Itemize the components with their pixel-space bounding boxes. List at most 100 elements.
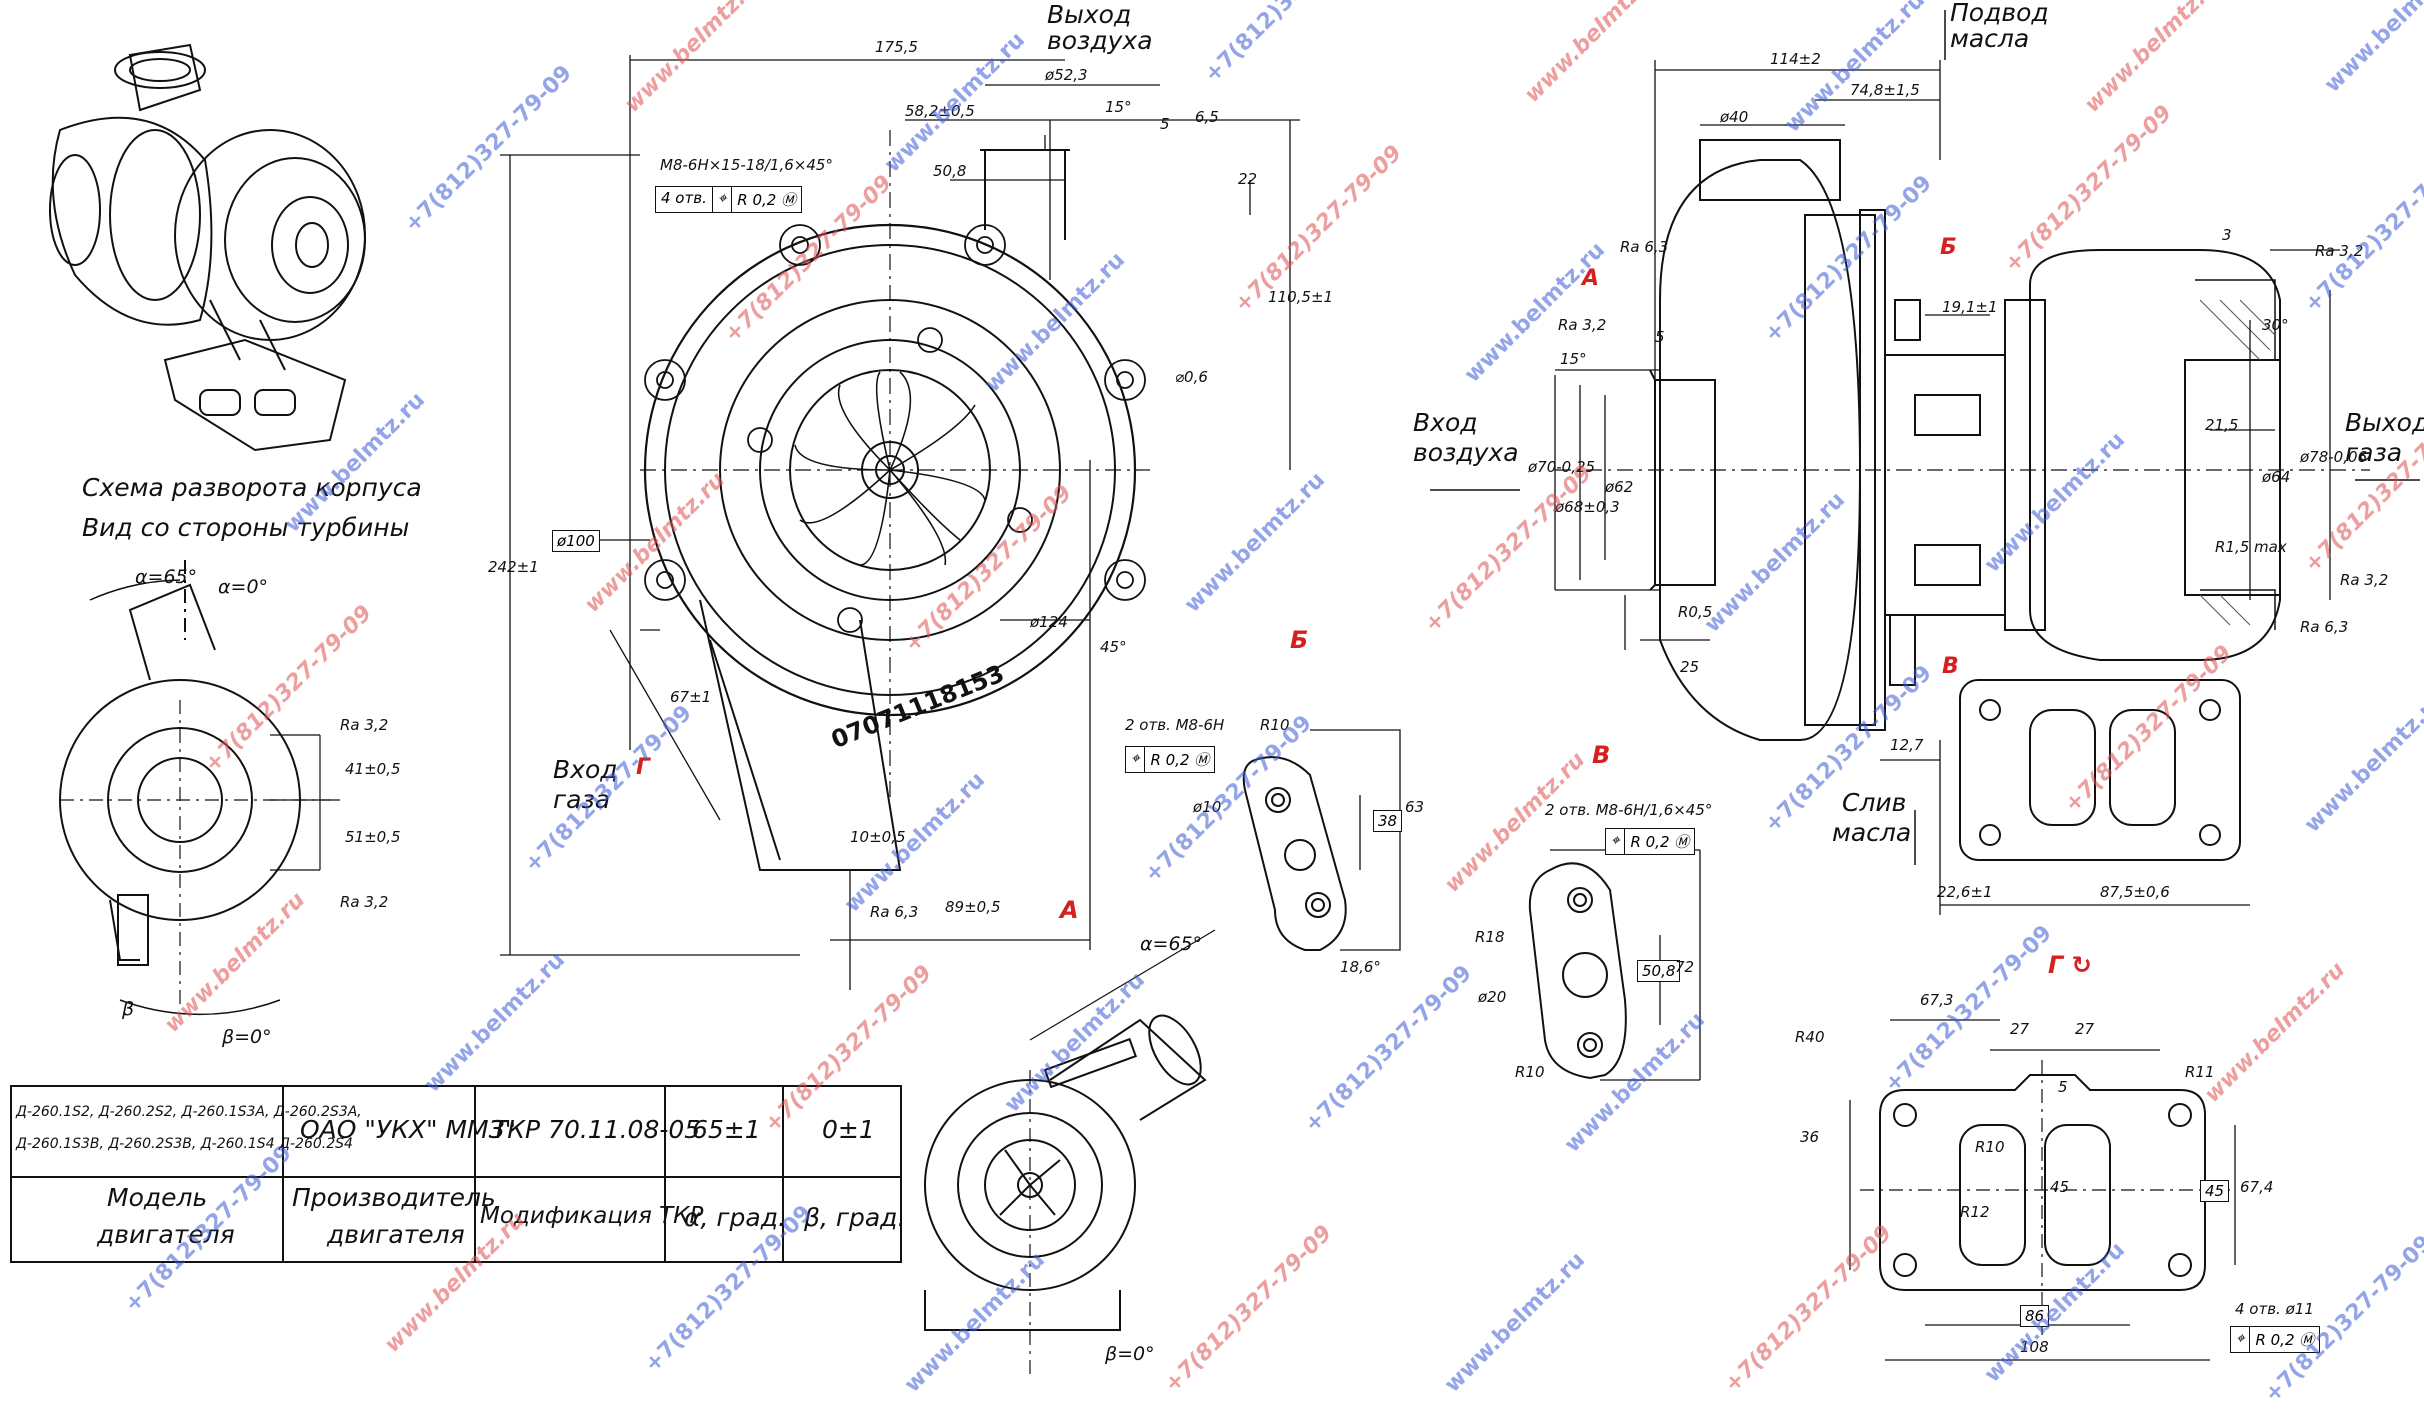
front-view [500,55,1300,990]
view-g-36: 36 [1800,1128,1820,1146]
schema-alpha-65: α=65° [135,566,198,588]
manufacturer-value: ОАО "УКХ" ММЗ" [300,1115,517,1144]
dim-d78: ø78-0,06 [2300,448,2368,466]
dim-ra-6-3-side-b: Ra 6,3 [2300,618,2349,636]
holes-count-label: 4 отв. [656,187,713,212]
view-mark-g-arrow: Г [636,755,651,780]
dim-58-2: 58,2±0,5 [905,102,975,120]
gas-inlet-label-2: газа [553,785,611,814]
dim-d68-3: ø68±0,3 [1555,498,1620,516]
oil-drain-label-2: масла [1832,818,1912,847]
view-a-beta-0: β=0° [1105,1343,1155,1365]
tolerance-symbol: ⌖ [1126,747,1146,772]
dim-d52-3: ø52,3 [1045,66,1088,84]
view-g-67-3: 67,3 [1920,991,1954,1009]
rotation-schema-view [59,560,340,1016]
schema-ra-3-2-b: Ra 3,2 [340,893,389,911]
alpha-value: 65±1 [692,1115,761,1144]
dim-d62: ø62 [1605,478,1634,496]
dim-67: 67±1 [670,688,712,706]
view-mark-g-title: Г ↻ [2048,951,2092,979]
dim-87-5: 87,5±0,6 [2100,883,2170,901]
tolerance-symbol: ⌖ [713,187,733,212]
view-g-67-4: 67,4 [2240,1178,2274,1196]
engines-line-1: Д-260.1S2, Д-260.2S2, Д-260.1S3А, Д-260.… [16,1104,362,1120]
header-alpha: α, град. [684,1203,786,1232]
tolerance-symbol: ⌖ [1606,829,1626,854]
header-maker-2: двигателя [327,1220,465,1249]
view-g-27a: 27 [2010,1020,2030,1038]
modification-value: ТКР 70.11.08-05 [492,1115,701,1144]
dim-5-side: 5 [1655,328,1665,346]
header-beta: β, град. [804,1203,906,1232]
header-maker-1: Производитель [292,1183,496,1212]
tolerance-value: R 0,2 Ⓜ [1630,833,1690,851]
dim-angle-30: 30° [2262,316,2289,334]
view-g-108: 108 [2020,1338,2049,1356]
dim-10: 10±0,5 [850,828,906,846]
header-model-1: Модель [107,1183,208,1212]
air-inlet-label-2: воздуха [1413,438,1519,467]
view-v-r18: R18 [1475,928,1505,946]
view-g-r40: R40 [1795,1028,1825,1046]
dim-22: 22 [1238,170,1258,188]
view-g-r11: R11 [2185,1063,2215,1081]
schema-ra-3-2-a: Ra 3,2 [340,716,389,734]
air-outlet-label-1: Выход [1047,0,1132,29]
schema-caption-2: Вид со стороны турбины [82,513,410,542]
dim-242: 242±1 [488,558,539,576]
view-b-63: 63 [1405,798,1425,816]
dim-0-6: ⌀0,6 [1175,368,1208,386]
oil-supply-label-1: Подвод [1950,0,2049,27]
table-col-divider [664,1087,666,1261]
view-v-50-8: 50,8 [1637,960,1681,982]
dim-ra-6-3-front: Ra 6,3 [870,903,919,921]
dim-d100: ø100 [552,530,600,552]
view-g-45b: 45 [2200,1180,2230,1202]
position-tolerance-front: 4 отв. ⌖ R 0,2 Ⓜ [655,186,803,213]
turbo-3d-sketch [49,43,366,452]
view-g-86: 86 [2020,1305,2050,1327]
view-v-tolerance: ⌖ R 0,2 Ⓜ [1605,828,1696,855]
view-mark-b-title: Б [1290,626,1309,654]
view-a [924,929,1216,1380]
oil-supply-label-2: масла [1950,24,2030,53]
dim-22-6: 22,6±1 [1937,883,1993,901]
dim-21-5: 21,5 [2205,416,2239,434]
air-inlet-label-1: Вход [1413,408,1478,437]
view-g-tolerance: ⌖ R 0,2 Ⓜ [2230,1326,2321,1353]
dim-d64: ø64 [2262,468,2291,486]
tolerance-symbol: ⌖ [2231,1327,2251,1352]
view-b-angle: 18,6° [1340,958,1381,976]
tolerance-value: R 0,2 Ⓜ [2255,1331,2315,1349]
dim-110-5: 110,5±1 [1268,288,1334,306]
dim-175-5: 175,5 [875,38,918,56]
engine-table: Д-260.1S2, Д-260.2S2, Д-260.1S3А, Д-260.… [10,1085,906,1263]
view-g-5: 5 [2058,1078,2068,1096]
view-v-holes: 2 отв. M8-6H/1,6×45° [1545,801,1713,819]
tolerance-value: R 0,2 Ⓜ [737,191,797,209]
view-mark-a-title: А [1060,896,1079,924]
side-view [1430,10,2420,915]
gas-outlet-label-1: Выход [2345,408,2424,437]
view-mark-v-arrow: В [1942,654,1959,679]
dim-74-8: 74,8±1,5 [1850,81,1920,99]
view-b [1242,729,1401,951]
dim-r0-5: R0,5 [1678,603,1713,621]
beta-value: 0±1 [822,1115,875,1144]
dim-ra-3-2-side-b: Ra 3,2 [2315,242,2364,260]
schema-beta-0: β=0° [222,1026,272,1048]
dim-3: 3 [2222,226,2232,244]
gas-inlet-label-1: Вход [553,755,618,784]
view-b-holes: 2 отв. M8-6H [1125,716,1225,734]
view-b-d10: ø10 [1193,798,1222,816]
table-col-divider [282,1087,284,1261]
view-mark-b-arrow: Б [1940,235,1957,260]
view-v-d20: ø20 [1478,988,1507,1006]
view-g-27b: 27 [2075,1020,2095,1038]
dim-6-5: 6,5 [1195,108,1219,126]
view-g-holes: 4 отв. ø11 [2235,1300,2314,1318]
dim-d124: ø124 [1030,613,1068,631]
